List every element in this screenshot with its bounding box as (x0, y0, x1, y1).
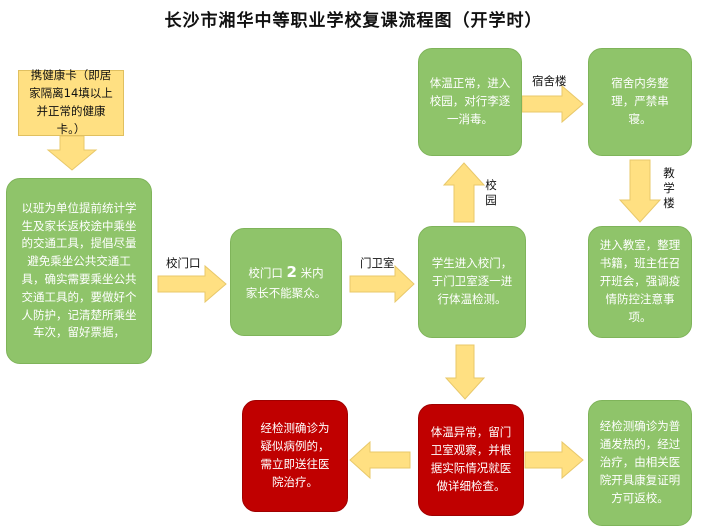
fever-text: 经检测确诊为普通发热的，经过治疗，由相关医院开具康复证明方可返校。 (599, 419, 681, 505)
class-report-box: 以班为单位提前统计学生及家长返校途中乘坐的交通工具，提倡尽量避免乘坐公共交通工具… (6, 178, 152, 364)
label-teaching-building: 教学楼 (663, 166, 675, 210)
label-dorm-building: 宿舍楼 (532, 74, 567, 88)
gate-text-pre: 校门口 (248, 266, 283, 281)
arrow-up-campus (442, 162, 486, 223)
arrow-to-suspected (349, 440, 411, 480)
gate-text-num: 2 (286, 263, 297, 282)
temp-normal-box: 体温正常，进入校园，对行李逐一消毒。 (418, 48, 522, 156)
diagram-title: 长沙市湘华中等职业学校复课流程图（开学时） (164, 11, 543, 31)
fever-box: 经检测确诊为普通发热的，经过治疗，由相关医院开具康复证明方可返校。 (588, 400, 692, 526)
arrow-to-fever (524, 440, 584, 480)
classroom-text: 进入教室，整理书籍，班主任召开班会，强调疫情防控注意事项。 (599, 238, 681, 324)
gate-box: 校门口 2 米内家长不能聚众。 (230, 228, 342, 336)
guard-check-text: 学生进入校门，于门卫室逐一进行体温检测。 (431, 256, 513, 306)
arrow-card-down (46, 135, 98, 171)
label-gate: 校门口 (166, 256, 201, 270)
guard-check-box: 学生进入校门，于门卫室逐一进行体温检测。 (418, 226, 526, 338)
temp-abnormal-text: 体温异常，留门卫室观察，并根据实际情况就医做详细检查。 (430, 425, 512, 493)
health-card-box: 携健康卡（即居家隔离14填以上并正常的健康卡。） (18, 68, 124, 136)
arrow-to-gate (157, 264, 227, 304)
suspected-text: 经检测确诊为疑似病例的，需立即送往医院治疗。 (260, 421, 330, 489)
class-report-text: 以班为单位提前统计学生及家长返校途中乘坐的交通工具，提倡尽量避免乘坐公共交通工具… (21, 200, 137, 340)
temp-abnormal-box: 体温异常，留门卫室观察，并根据实际情况就医做详细检查。 (418, 404, 524, 516)
classroom-box: 进入教室，整理书籍，班主任召开班会，强调疫情防控注意事项。 (588, 226, 692, 338)
dorm-box: 宿舍内务整理，严禁串寝。 (588, 48, 692, 156)
dorm-text: 宿舍内务整理，严禁串寝。 (611, 76, 669, 126)
arrow-to-guard (349, 264, 415, 304)
suspected-box: 经检测确诊为疑似病例的，需立即送往医院治疗。 (242, 400, 348, 512)
label-campus: 校园 (485, 178, 497, 207)
arrow-to-classroom (618, 159, 662, 223)
temp-normal-text: 体温正常，进入校园，对行李逐一消毒。 (429, 76, 511, 126)
health-card-text: 携健康卡（即居家隔离14填以上并正常的健康卡。） (29, 68, 113, 136)
label-guard-room: 门卫室 (360, 256, 395, 270)
gate-text-post: 米内家长不能聚众。 (245, 266, 327, 300)
arrow-to-dorm (521, 84, 584, 124)
arrow-down-abnormal (444, 344, 486, 400)
gate-text: 校门口 2 米内家长不能聚众。 (245, 261, 327, 302)
